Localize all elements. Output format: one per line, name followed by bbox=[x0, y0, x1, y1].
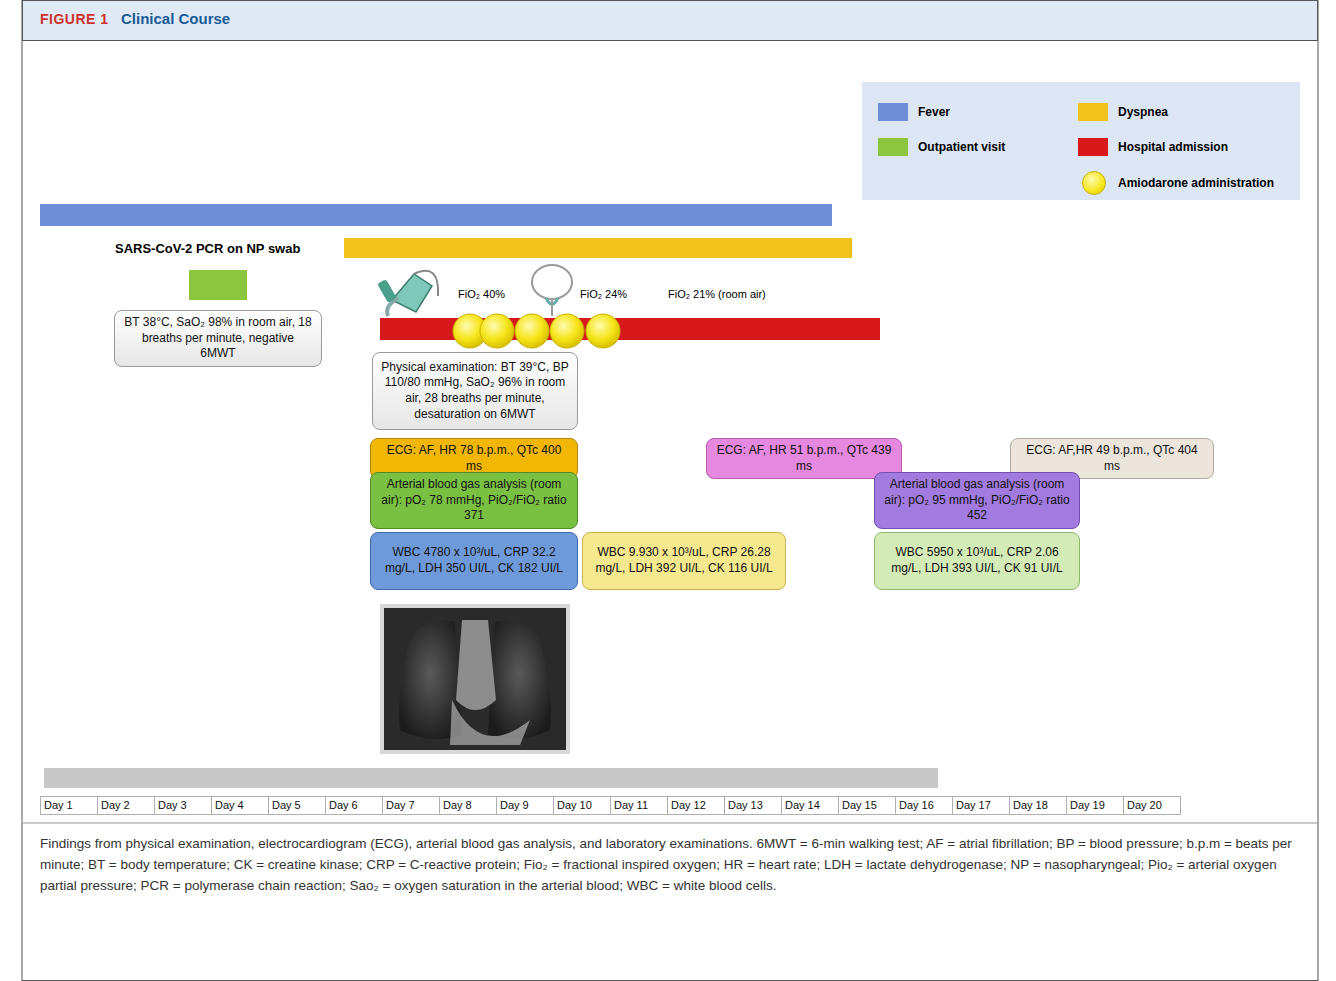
dyspnea-bar bbox=[344, 238, 852, 258]
finding-box: WBC 5950 x 10³/uL, CRP 2.06 mg/L, LDH 39… bbox=[874, 532, 1080, 590]
box-text: ECG: AF, HR 78 b.p.m., QTc 400 ms bbox=[379, 443, 569, 474]
day-cell: Day 3 bbox=[154, 796, 212, 815]
day-cell: Day 13 bbox=[724, 796, 782, 815]
oxygen-label: FiO₂ 21% (room air) bbox=[668, 288, 766, 300]
chest-xray bbox=[380, 604, 570, 754]
day-cell: Day 16 bbox=[895, 796, 953, 815]
timeline-bar bbox=[44, 768, 938, 788]
legend-text: Amiodarone administration bbox=[1118, 176, 1274, 190]
day-cell: Day 6 bbox=[325, 796, 383, 815]
box-text: Physical examination: BT 39°C, BP 110/80… bbox=[381, 360, 569, 422]
day-cell: Day 18 bbox=[1009, 796, 1067, 815]
test-label: SARS-CoV-2 PCR on NP swab bbox=[115, 241, 300, 256]
box-text: ECG: AF,HR 49 b.p.m., QTc 404 ms bbox=[1019, 443, 1205, 474]
finding-box: Arterial blood gas analysis (room air): … bbox=[370, 472, 578, 529]
finding-box: WBC 4780 x 10³/uL, CRP 32.2 mg/L, LDH 35… bbox=[370, 532, 578, 590]
legend-swatch bbox=[878, 138, 908, 156]
legend-swatch bbox=[1078, 103, 1108, 121]
day-cell: Day 14 bbox=[781, 796, 839, 815]
day-cell: Day 1 bbox=[40, 796, 98, 815]
figure-title: Clinical Course bbox=[121, 10, 230, 27]
day-cell: Day 17 bbox=[952, 796, 1010, 815]
day-cell: Day 5 bbox=[268, 796, 326, 815]
oxygen-label: FiO₂ 24% bbox=[580, 288, 627, 300]
figure-number: FIGURE 1 bbox=[40, 11, 109, 27]
day-cell: Day 2 bbox=[97, 796, 155, 815]
outpatient-bar bbox=[189, 270, 247, 300]
day-cell: Day 4 bbox=[211, 796, 269, 815]
day-cell: Day 8 bbox=[439, 796, 497, 815]
finding-box: ECG: AF, HR 51 b.p.m., QTc 439 ms bbox=[706, 438, 902, 479]
finding-box: WBC 9.930 x 10³/uL, CRP 26.28 mg/L, LDH … bbox=[582, 532, 786, 590]
nasal-cannula-icon bbox=[532, 265, 572, 316]
day-cell: Day 9 bbox=[496, 796, 554, 815]
day-cell: Day 10 bbox=[553, 796, 611, 815]
legend-circle bbox=[1082, 171, 1106, 195]
day-cell: Day 11 bbox=[610, 796, 668, 815]
mask-icon bbox=[377, 271, 438, 316]
caption-rule bbox=[22, 823, 1318, 824]
figure-frame bbox=[22, 1, 1318, 981]
day-cell: Day 15 bbox=[838, 796, 896, 815]
day-cell: Day 19 bbox=[1066, 796, 1124, 815]
box-text: Arterial blood gas analysis (room air): … bbox=[883, 477, 1071, 524]
day-cell: Day 12 bbox=[667, 796, 725, 815]
header-band bbox=[23, 1, 1318, 41]
box-text: WBC 4780 x 10³/uL, CRP 32.2 mg/L, LDH 35… bbox=[379, 545, 569, 576]
box-text: ECG: AF, HR 51 b.p.m., QTc 439 ms bbox=[715, 443, 893, 474]
box-text: WBC 5950 x 10³/uL, CRP 2.06 mg/L, LDH 39… bbox=[883, 545, 1071, 576]
legend-text: Dyspnea bbox=[1118, 105, 1168, 119]
legend-text: Fever bbox=[918, 105, 950, 119]
day-cell: Day 20 bbox=[1123, 796, 1181, 815]
legend-swatch bbox=[1078, 138, 1108, 156]
legend-text: Hospital admission bbox=[1118, 140, 1228, 154]
amiodarone-doses bbox=[453, 314, 620, 348]
box-text: BT 38°C, SaO₂ 98% in room air, 18 breath… bbox=[123, 315, 313, 362]
day-cell: Day 7 bbox=[382, 796, 440, 815]
box-text: Arterial blood gas analysis (room air): … bbox=[379, 477, 569, 524]
finding-box: Physical examination: BT 39°C, BP 110/80… bbox=[372, 352, 578, 430]
figure-caption: Findings from physical examination, elec… bbox=[40, 834, 1302, 897]
legend-text: Outpatient visit bbox=[918, 140, 1005, 154]
box-text: WBC 9.930 x 10³/uL, CRP 26.28 mg/L, LDH … bbox=[591, 545, 777, 576]
legend-swatch bbox=[878, 103, 908, 121]
fever-bar bbox=[40, 204, 832, 226]
oxygen-label: FiO₂ 40% bbox=[458, 288, 505, 300]
finding-box: BT 38°C, SaO₂ 98% in room air, 18 breath… bbox=[114, 310, 322, 367]
finding-box: Arterial blood gas analysis (room air): … bbox=[874, 472, 1080, 529]
legend-panel bbox=[862, 82, 1300, 200]
